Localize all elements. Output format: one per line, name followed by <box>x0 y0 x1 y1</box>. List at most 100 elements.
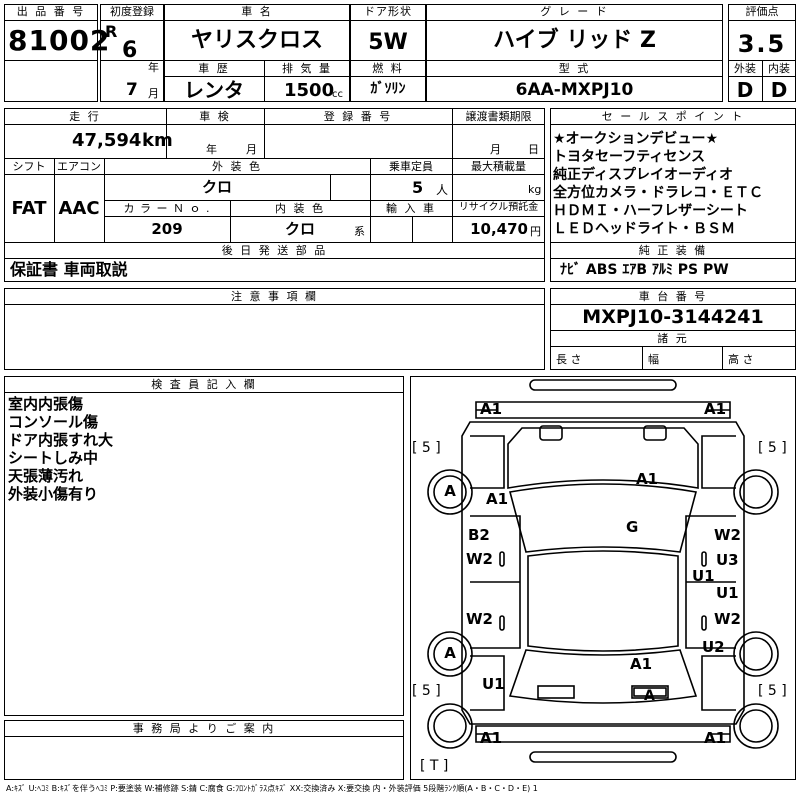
sales-point: 純正ディスプレイオーディオ <box>553 167 734 183</box>
length-label: 長 さ <box>556 353 582 366</box>
history-label: 車 歴 <box>198 62 230 75</box>
model-box <box>164 4 350 102</box>
mark-rl-corner: A1 <box>480 729 503 747</box>
tire-rl: [ 5 ] <box>412 683 441 699</box>
mark-rear-plate: A <box>644 688 655 704</box>
chassis-number: MXPJ10-3144241 <box>582 306 764 328</box>
inspector-notes: 室内内張傷 コンソール傷 ドア内張すれ大 シートしみ中 天張薄汚れ 外装小傷有り <box>8 395 113 503</box>
first-reg-month: 7 <box>126 80 138 100</box>
mark-left-front-door-1: B2 <box>468 526 490 544</box>
model-label: 車 名 <box>241 5 273 18</box>
shift: FAT <box>11 198 47 219</box>
mark-fl-corner: A1 <box>480 400 503 418</box>
door-type: 5W <box>368 30 408 55</box>
notes-label: 注 意 事 項 欄 <box>231 290 318 303</box>
mark-right-rear-door-2: W2 <box>714 610 741 628</box>
specs-box <box>4 108 545 282</box>
capacity-label: 乗車定員 <box>389 160 433 173</box>
inspector-note: 天張薄汚れ <box>8 467 84 485</box>
era-mark: R <box>105 22 118 41</box>
mark-windshield: G <box>626 518 639 536</box>
int-color-unit: 系 <box>354 225 365 238</box>
ext-color-label: 外 装 色 <box>212 160 262 173</box>
mark-right-rear-quarter: U2 <box>702 638 725 656</box>
first-reg-year: 6 <box>122 38 138 63</box>
fuel-label: 燃 料 <box>372 62 404 75</box>
equipment-label: 純 正 装 備 <box>638 244 708 257</box>
mark-wheel-fl: A <box>444 482 456 500</box>
later-items: 保証書 車両取説 <box>10 260 128 279</box>
first-reg-box <box>100 4 164 102</box>
history: レンタ <box>184 78 244 102</box>
mileage-label: 走 行 <box>69 110 101 123</box>
inspection-year-unit: 年 <box>206 143 217 156</box>
inspector-note: シートしみ中 <box>8 449 99 467</box>
mark-left-rear-door: W2 <box>466 610 493 628</box>
mark-right-front-door-2: U3 <box>716 551 739 569</box>
recycle-fee: 10,470 <box>470 220 528 238</box>
tire-rr-value: 5 <box>767 683 777 699</box>
displacement-unit: cc <box>332 89 343 100</box>
mark-left-front-door-2: W2 <box>466 550 493 568</box>
ac: AAC <box>58 198 100 219</box>
inspection-label: 車 検 <box>199 110 231 123</box>
load-unit: kg <box>528 183 542 196</box>
inspector-note: ドア内張すれ大 <box>8 431 114 449</box>
score-label: 評価点 <box>745 5 779 18</box>
inspector-note: 外装小傷有り <box>8 485 99 503</box>
model-code: 6AA-MXPJ10 <box>515 80 634 100</box>
sales-points-box <box>550 108 796 282</box>
inspector-label: 検 査 員 記 入 欄 <box>151 378 257 391</box>
recycle-label: リサイクル預託金 <box>458 202 539 213</box>
office-box <box>4 720 404 780</box>
exterior-grade: D <box>736 78 754 102</box>
spare-tire-value: T <box>429 758 439 774</box>
score: 3.5 <box>737 30 787 58</box>
capacity-unit: 人 <box>436 183 449 197</box>
sales-point: ★オークションデビュー★ <box>553 131 719 147</box>
sales-point: ＨＤＭＩ・ハーフレザーシート <box>553 203 748 219</box>
int-color: クロ <box>284 220 315 238</box>
int-color-label: 内 装 色 <box>275 202 325 215</box>
door-label: ドア形状 <box>364 5 412 18</box>
model-name: ヤリスクロス <box>190 28 323 53</box>
tire-fr-value: 5 <box>767 440 777 456</box>
tire-rr: [ 5 ] <box>758 683 787 699</box>
mileage: 47,594 <box>72 130 142 151</box>
mark-fr-corner: A1 <box>704 400 727 418</box>
mark-right-pillar: U1 <box>692 567 715 585</box>
mark-rr-corner: A1 <box>704 729 727 747</box>
mark-hood-center: A1 <box>636 470 659 488</box>
transfer-month-unit: 月 <box>490 143 501 156</box>
damage-legend: A:ｷｽﾞ U:ﾍｺﾐ B:ｷｽﾞを伴うﾍｺﾐ P:要塗装 W:補修跡 S:錆 … <box>6 784 538 793</box>
equipment: ﾅﾋﾞ ABS ｴｱB ｱﾙﾐ PS PW <box>560 262 729 278</box>
car-diagram <box>427 379 779 763</box>
tire-fr: [ 5 ] <box>758 440 787 456</box>
sales-point: 全方位カメラ・ドラレコ・ＥＴＣ <box>553 185 763 201</box>
tire-fl-value: 5 <box>421 440 431 456</box>
notes-box <box>4 288 545 370</box>
tire-rl-value: 5 <box>421 683 431 699</box>
interior-grade: D <box>770 78 788 102</box>
mark-wheel-rl: A <box>444 644 456 662</box>
mark-right-rear-door-1: U1 <box>716 584 739 602</box>
first-reg-label: 初度登録 <box>110 5 154 18</box>
type-label: 型 式 <box>558 62 591 75</box>
month-unit: 月 <box>148 87 159 100</box>
grade-label: グ レ ー ド <box>540 5 609 18</box>
mark-right-front-door-1: W2 <box>714 526 741 544</box>
door-box <box>350 4 426 102</box>
inspector-note: コンソール傷 <box>8 413 99 431</box>
mileage-unit: km <box>142 130 173 151</box>
transfer-label: 譲渡書類期限 <box>465 110 532 123</box>
height-label: 高 さ <box>728 353 754 366</box>
mark-rear-left: U1 <box>482 675 505 693</box>
exterior-label: 外装 <box>734 62 756 75</box>
ext-color: クロ <box>201 178 232 196</box>
later-items-label: 後 日 発 送 部 品 <box>221 244 328 257</box>
displacement-label: 排 気 量 <box>282 62 332 75</box>
mark-rear-center: A1 <box>630 655 653 673</box>
spare-tire: [ T ] <box>420 758 449 774</box>
import-label: 輸 入 車 <box>386 202 436 215</box>
displacement: 1500 <box>284 80 335 101</box>
